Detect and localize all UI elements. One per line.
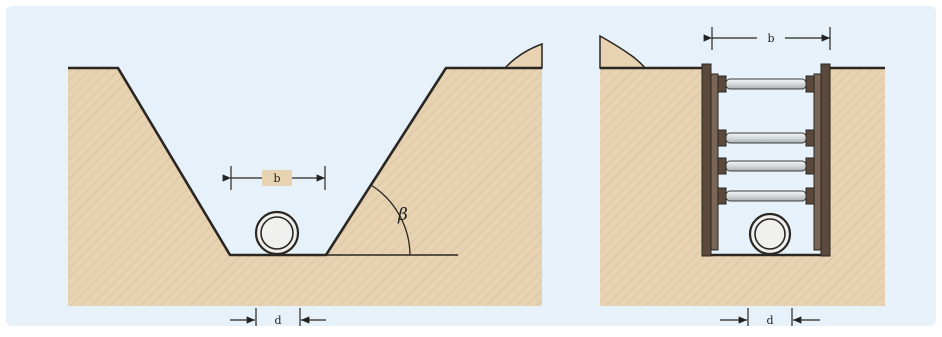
diameter-label-left: d — [274, 314, 281, 327]
angle-label: β — [397, 205, 408, 225]
width-label-bg-left — [262, 170, 292, 186]
soil-body-right-a — [600, 68, 885, 306]
strut-2 — [717, 129, 815, 147]
shored-trench: b d — [599, 27, 885, 327]
width-label-right: b — [767, 32, 774, 45]
sheeting-wall-right — [813, 63, 831, 257]
pipe-left — [254, 210, 300, 256]
soil-body-left — [68, 68, 542, 306]
width-label-bg-right — [757, 30, 785, 46]
strut-4 — [717, 187, 815, 205]
strut-group — [717, 75, 815, 205]
diameter-label-right: d — [766, 314, 773, 327]
open-cut-trench: β b d — [68, 42, 543, 327]
strut-1 — [717, 75, 815, 93]
spoil-pile-right — [503, 42, 543, 69]
angle-arc — [370, 184, 411, 256]
pipe-right — [748, 212, 792, 256]
strut-3 — [717, 157, 815, 175]
width-label-left: b — [273, 172, 280, 185]
sheeting-wall-left — [701, 63, 719, 257]
